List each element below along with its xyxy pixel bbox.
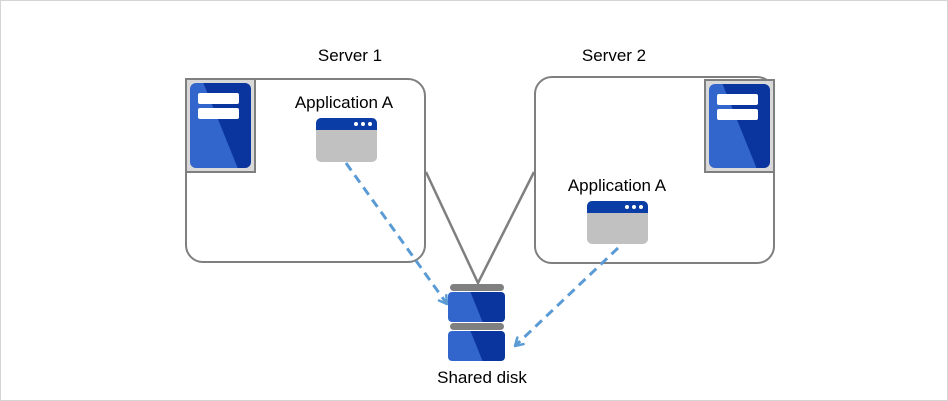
server1-label: Server 1 bbox=[317, 46, 383, 65]
server-to-disk-connector-lines bbox=[424, 171, 536, 286]
app-window-icon bbox=[587, 201, 648, 244]
shared-disk-label: Shared disk bbox=[437, 368, 527, 387]
app2-to-disk-dashed-arrow bbox=[513, 246, 620, 348]
app-window-titlebar bbox=[316, 118, 377, 130]
server2-label: Server 2 bbox=[581, 46, 647, 65]
titlebar-dot bbox=[368, 122, 372, 126]
disk-stack-icon bbox=[448, 331, 505, 361]
disk-stack-icon bbox=[448, 292, 505, 322]
server-drive-bay bbox=[717, 109, 758, 120]
server1-icon-frame bbox=[185, 78, 256, 173]
titlebar-dot bbox=[632, 205, 636, 209]
server-tower-icon bbox=[709, 84, 770, 168]
titlebar-dot bbox=[625, 205, 629, 209]
server-drive-bay bbox=[198, 93, 239, 104]
server2-icon-frame bbox=[704, 79, 775, 173]
server-drive-bay bbox=[717, 94, 758, 105]
server2-application-label: Application A bbox=[567, 176, 667, 195]
titlebar-dot bbox=[639, 205, 643, 209]
titlebar-dot bbox=[361, 122, 365, 126]
disk-stack-icon bbox=[450, 284, 504, 291]
server-tower-icon bbox=[190, 83, 251, 168]
app-window-titlebar bbox=[587, 201, 648, 213]
titlebar-dot bbox=[354, 122, 358, 126]
disk-stack-icon bbox=[450, 323, 504, 330]
server1-application-label: Application A bbox=[294, 93, 394, 112]
app-window-icon bbox=[316, 118, 377, 162]
server-drive-bay bbox=[198, 108, 239, 119]
